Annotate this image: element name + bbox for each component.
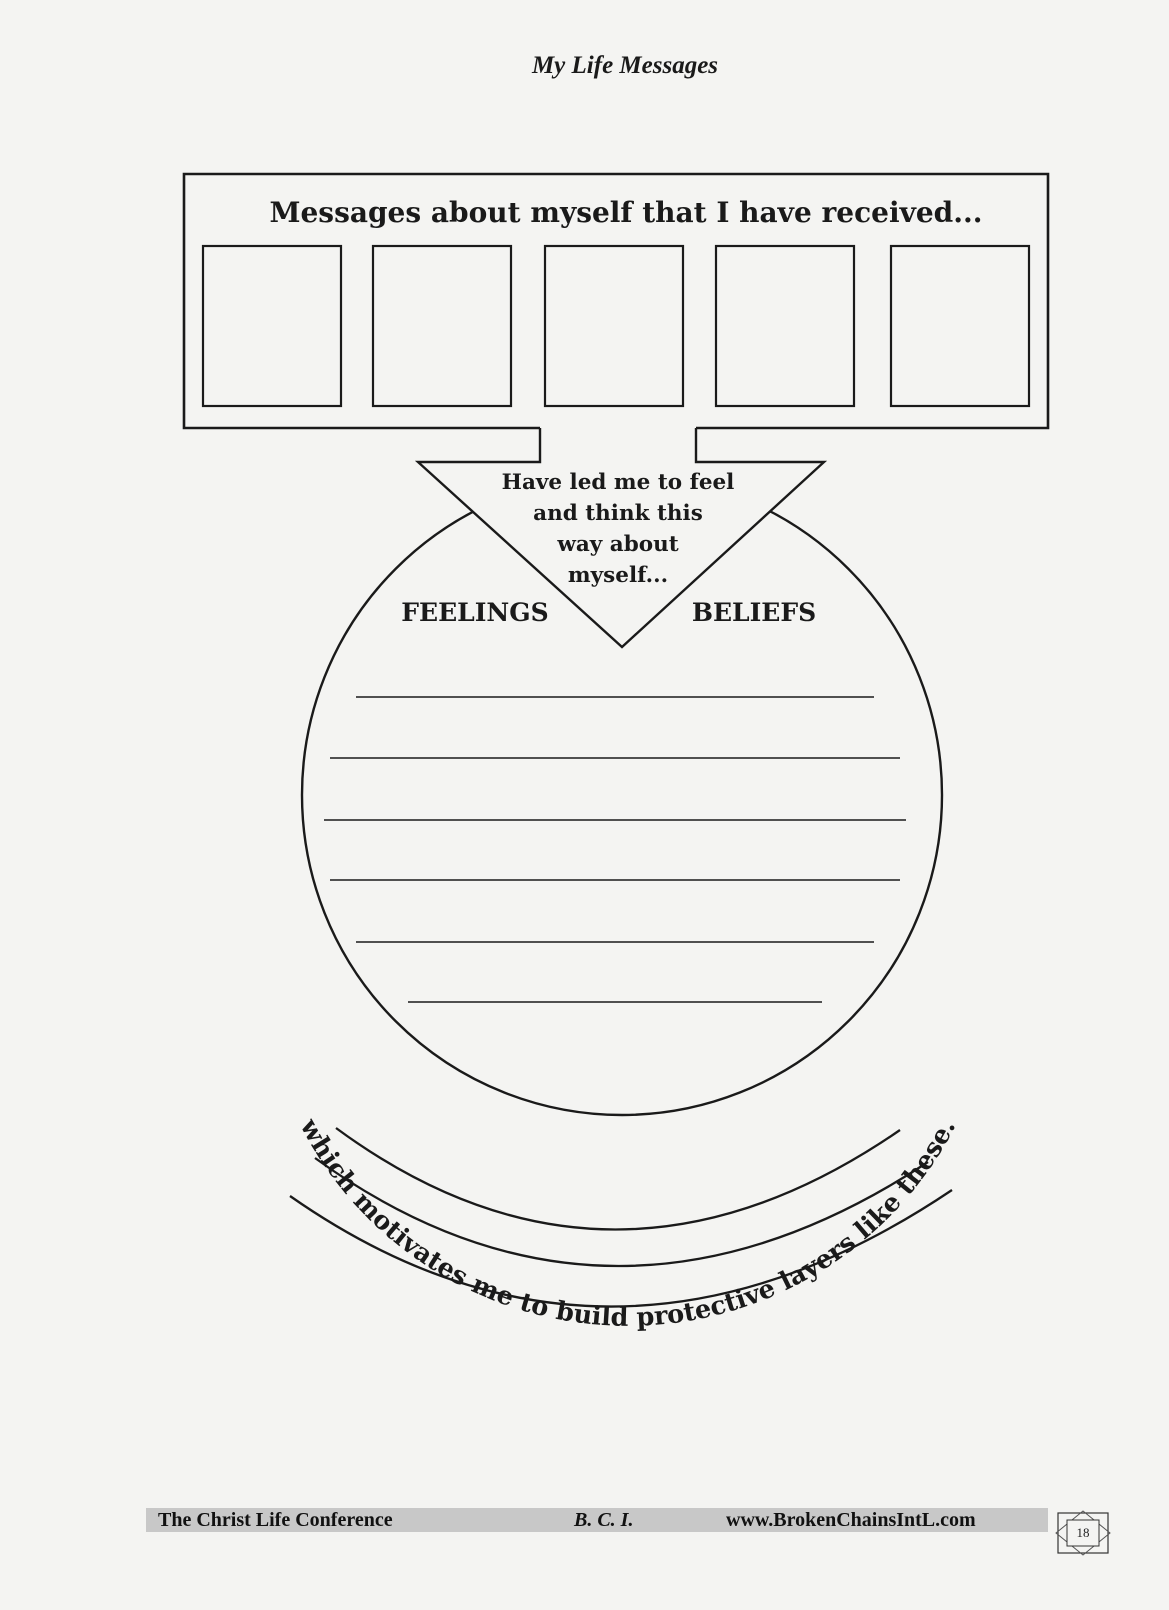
messages-frame xyxy=(182,172,1050,430)
page-number: 18 xyxy=(1076,1525,1090,1540)
protective-layer-arc xyxy=(335,1127,901,1231)
caption-text-path: which motivates me to build protective l… xyxy=(293,1113,962,1333)
protective-layer-arc xyxy=(289,1189,953,1308)
arrow-text-line: Have led me to feel xyxy=(502,470,735,495)
protective-layer-arc xyxy=(314,1157,929,1268)
message-box[interactable] xyxy=(201,244,343,408)
beliefs-label: BELIEFS xyxy=(692,598,816,627)
protective-layers-caption: which motivates me to build protective l… xyxy=(293,1113,962,1333)
footer-conference-name: The Christ Life Conference xyxy=(158,1509,393,1531)
page-title: My Life Messages xyxy=(531,52,719,79)
funnel-arrow xyxy=(414,428,828,649)
footer-website: www.BrokenChainsIntL.com xyxy=(726,1509,976,1531)
footer-initials: B. C. I. xyxy=(574,1509,634,1531)
messages-heading: Messages about myself that I have receiv… xyxy=(270,196,983,229)
message-box[interactable] xyxy=(889,244,1031,408)
page-number-badge: 18 xyxy=(1055,1510,1111,1556)
footer-bar: The Christ Life Conference B. C. I. www.… xyxy=(146,1508,1048,1532)
star-frame-icon xyxy=(1055,1510,1111,1556)
message-box[interactable] xyxy=(543,244,685,408)
message-box[interactable] xyxy=(371,244,513,408)
arrow-text-line: myself... xyxy=(568,563,668,588)
feelings-label: FEELINGS xyxy=(401,598,548,627)
arrow-text-line: and think this xyxy=(533,501,703,526)
message-box[interactable] xyxy=(714,244,856,408)
arrow-text-line: way about xyxy=(556,532,678,557)
